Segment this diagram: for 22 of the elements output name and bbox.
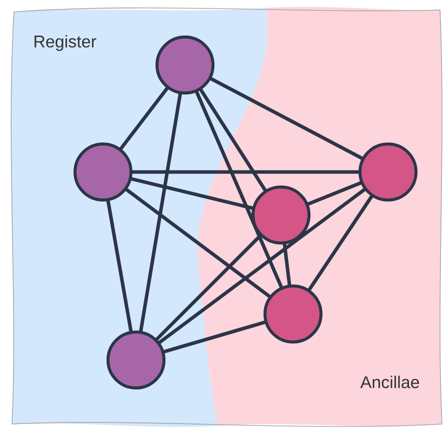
edge-line <box>124 187 272 299</box>
vertex-circle <box>264 284 322 344</box>
vertex-circle <box>156 36 214 94</box>
edge-line <box>208 76 364 160</box>
edge-line <box>198 88 268 192</box>
edge-line <box>162 320 267 354</box>
edge-line <box>130 176 254 210</box>
edge-line <box>157 187 367 345</box>
edge-line <box>194 90 284 289</box>
edge-line <box>154 234 262 342</box>
edge-line <box>307 194 374 292</box>
edge-line <box>282 242 292 286</box>
vertex-circle <box>74 142 132 202</box>
edge-line <box>138 92 182 333</box>
edge-line <box>131 170 360 174</box>
vertex-circle <box>106 330 166 390</box>
vertex-circle <box>252 185 310 244</box>
vertex-circle <box>358 142 418 202</box>
edge-line <box>106 199 133 333</box>
edge-line <box>118 86 170 151</box>
edge-line <box>306 180 363 206</box>
region: Ancillae <box>198 6 442 426</box>
